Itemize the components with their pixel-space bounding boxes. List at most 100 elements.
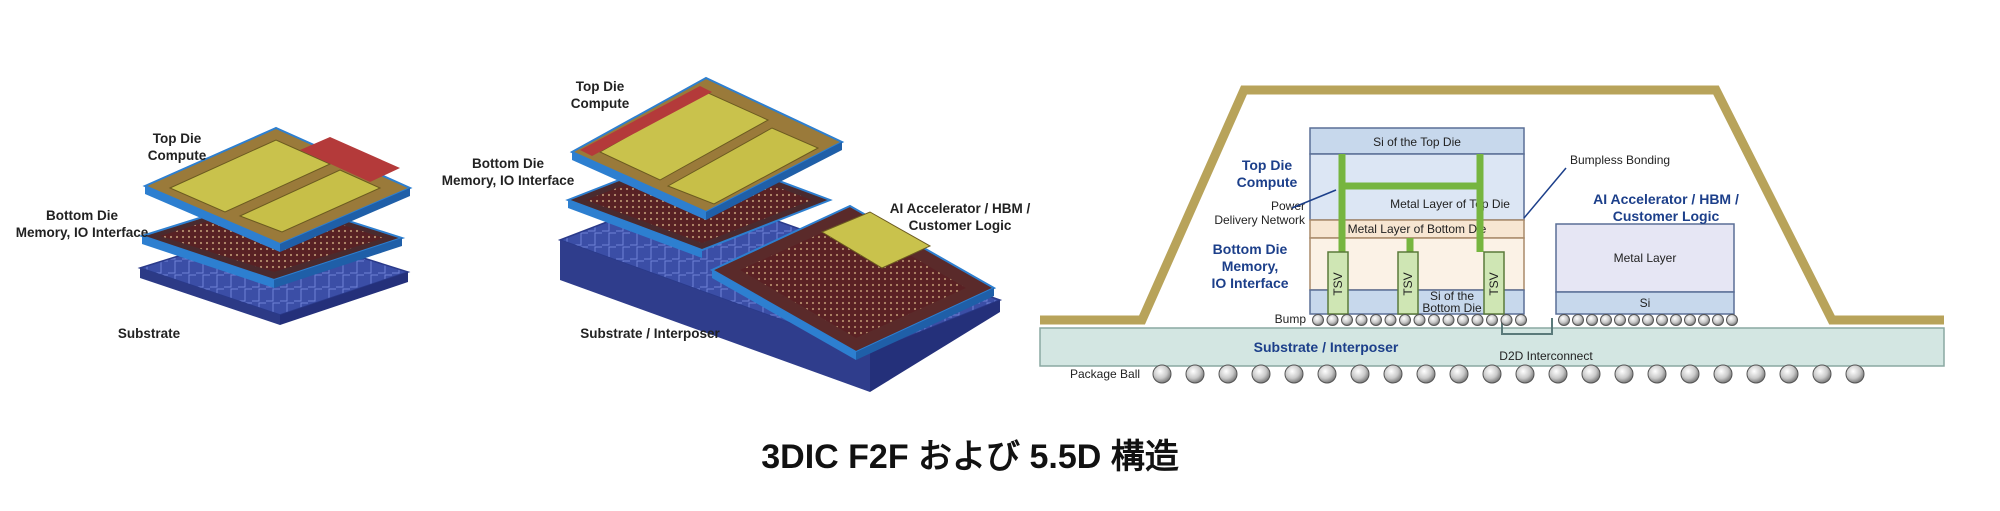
package-ball [1350,364,1370,384]
middle-stack-diagram: Top Die Compute Bottom Die Memory, IO In… [442,76,1031,392]
ai-metal-layer-block [1555,223,1735,293]
package-ball [1845,364,1865,384]
left-top-die-block-a [168,139,332,213]
left-substrate-edge [140,268,280,325]
bump [1341,314,1353,326]
package-ball [1713,364,1733,384]
pdn-label-1: Power [1271,199,1305,213]
package-ball [1416,364,1436,384]
bump [1355,314,1368,326]
middle-top-die-edge-right [706,142,842,220]
figure-caption: 3DIC F2F および 5.5D 構造 [761,438,1179,476]
tsv-middle-label: TSV [1401,272,1415,295]
tsv-left [1327,251,1349,315]
bump [1698,314,1710,326]
middle-bottom-die-label-1: Bottom Die [472,156,544,171]
tsv-left-label: TSV [1331,272,1345,295]
middle-substrate-label: Substrate / Interposer [580,326,720,341]
ai-bump-row [1558,314,1738,326]
bump [1572,314,1584,326]
bump [1399,314,1411,326]
bump [1670,314,1682,326]
middle-top-die-red-band [580,86,712,156]
left-stack-diagram: Top Die Compute Bottom Die Memory, IO In… [16,126,413,341]
package-ball [1647,364,1667,384]
left-top-die-red-band [300,137,400,182]
bump [1384,314,1397,326]
ai-si-label: Si [1640,296,1651,310]
left-top-die-edge-right [280,188,410,252]
package-ball [1284,364,1304,384]
metal-top-die-label: Metal Layer of Top Die [1390,197,1510,211]
left-substrate-label: Substrate [118,326,181,341]
bump [1442,314,1455,326]
bump [1515,314,1527,326]
middle-substrate-edge [560,240,870,392]
bump [1370,314,1382,326]
si-bottom-die-label-1: Si of the [1430,289,1474,303]
xs-top-die-label-2: Compute [1237,174,1298,190]
bump [1326,314,1339,326]
left-bottom-die-label-2: Memory, IO Interface [16,225,149,240]
xs-top-die-label-1: Top Die [1242,157,1293,173]
middle-bottom-die-label-2: Memory, IO Interface [442,173,575,188]
stack-bump-row [1312,314,1527,326]
xs-bottom-die-label-2: Memory, [1222,258,1279,274]
tsv-right-label: TSV [1487,272,1501,295]
cross-section-diagram: Substrate / Interposer D2D Interconnect … [1039,85,1945,384]
xs-ai-label-1: AI Accelerator / HBM / [1593,191,1739,207]
left-substrate-edge-right [280,272,408,325]
bump [1656,314,1668,326]
power-delivery-network [1338,154,1484,190]
d2d-interconnect-trace [1501,318,1553,335]
middle-bottom-die-edge [568,200,702,258]
si-top-die-block [1309,127,1525,155]
bump [1486,314,1498,326]
package-ball-label: Package Ball [1070,367,1140,381]
left-top-die-label-2: Compute [148,148,207,163]
package-ball [1746,364,1766,384]
package-ball [1317,364,1337,384]
middle-ai-die-edge-right [856,288,994,360]
package-ball [1581,364,1601,384]
middle-ai-die-edge [712,270,856,360]
middle-top-die-label-1: Top Die [576,79,625,94]
middle-top-die-block-b [666,127,820,205]
tsv-right [1483,251,1505,315]
middle-ai-label-1: AI Accelerator / HBM / [890,201,1031,216]
bump [1600,314,1612,326]
package-lid [1040,85,1944,325]
substrate-interposer-label: Substrate / Interposer [1254,339,1399,355]
pdn-label-2: Delivery Network [1214,213,1306,227]
package-ball [1185,364,1205,384]
substrate-interposer-block [1039,327,1945,367]
tsv-middle [1397,251,1419,315]
left-bottom-die-edge [142,236,274,288]
power-delivery-network-drop [1338,186,1484,252]
bump [1312,314,1324,326]
package-ball [1218,364,1238,384]
package-ball [1449,364,1469,384]
left-top-die-edge [145,186,280,252]
package-ball [1383,364,1403,384]
middle-top-die-label-2: Compute [571,96,630,111]
bump-label: Bump [1275,312,1307,326]
package-ball-row [1152,364,1865,384]
left-bottom-die-edge-right [274,238,402,288]
middle-ai-label-2: Customer Logic [909,218,1012,233]
d2d-interconnect-label: D2D Interconnect [1499,349,1593,363]
package-ball [1152,364,1172,384]
left-top-die-block-b [238,169,382,233]
bump [1628,314,1640,326]
left-bottom-die-label-1: Bottom Die [46,208,118,223]
package-ball [1251,364,1271,384]
bump [1684,314,1696,326]
si-top-die-label: Si of the Top Die [1373,135,1461,149]
bump [1614,314,1626,326]
bump [1457,314,1469,326]
bump [1471,314,1484,326]
bump [1558,314,1570,326]
package-ball [1812,364,1832,384]
bumpless-bonding-pointer [1523,167,1567,219]
package-ball [1680,364,1700,384]
